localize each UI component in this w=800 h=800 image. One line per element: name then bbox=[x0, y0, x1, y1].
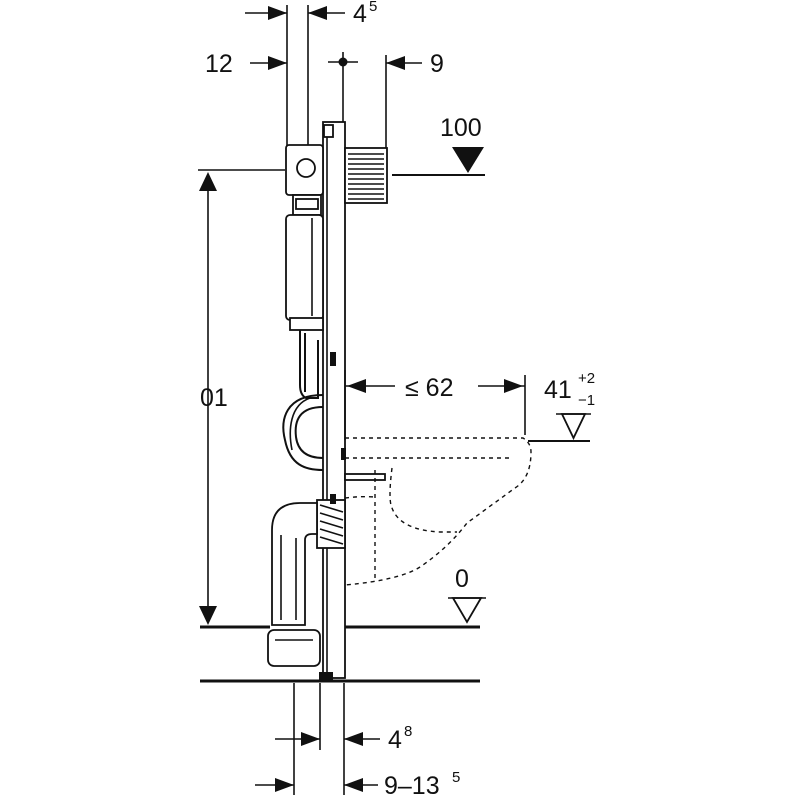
installation-frame bbox=[267, 121, 388, 680]
dim-4-5-sup: 5 bbox=[369, 0, 377, 15]
dimension-top-4-5: 4 5 bbox=[245, 0, 377, 165]
connector-hatch bbox=[319, 504, 344, 545]
dim-4-5-base: 4 bbox=[353, 0, 367, 28]
dim-9-13-5-sup: 5 bbox=[452, 769, 460, 786]
dim-4-8-sup: 8 bbox=[404, 723, 412, 740]
level-100-label: 100 bbox=[440, 114, 482, 142]
dimension-bottom-4-8: 4 8 bbox=[275, 683, 412, 795]
bowl-62-label: ≤ 62 bbox=[405, 374, 453, 402]
dim-4-8-base: 4 bbox=[388, 726, 402, 754]
level-marker-100: 100 bbox=[392, 114, 485, 176]
actuator-ribs bbox=[348, 153, 384, 200]
dim-9-13-5-base: 9–13 bbox=[384, 772, 440, 800]
level-41-tol-minus: −1 bbox=[578, 392, 595, 409]
level-41-tol-plus: +2 bbox=[578, 370, 595, 387]
level-marker-0: 0 bbox=[448, 565, 486, 624]
dimension-top-9: 9 bbox=[328, 50, 444, 150]
dimension-top-12: 12 bbox=[205, 50, 287, 78]
dim-9-label: 9 bbox=[430, 50, 444, 78]
floor-lines bbox=[200, 625, 480, 683]
dim-12-label: 12 bbox=[205, 50, 233, 78]
dimension-bottom-9-13-5: 9–13 5 bbox=[255, 769, 460, 800]
height-01-label: 01 bbox=[200, 384, 228, 412]
wc-bowl-outline bbox=[344, 437, 532, 586]
level-marker-41: 41 +2 −1 bbox=[528, 370, 595, 442]
dimension-height-01: 01 bbox=[198, 169, 285, 625]
level-41-base: 41 bbox=[544, 376, 572, 404]
dimension-bowl-62: ≤ 62 bbox=[344, 370, 526, 440]
level-0-label: 0 bbox=[455, 565, 469, 593]
